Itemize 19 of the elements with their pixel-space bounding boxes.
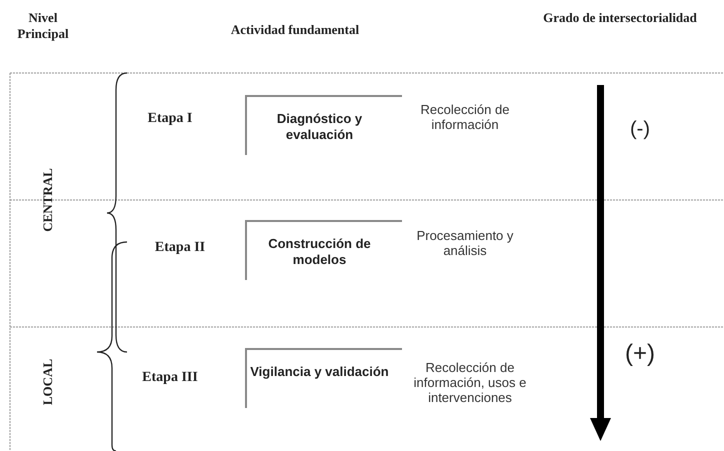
intersectoral-sign: (-) [629, 118, 651, 141]
activity-title: Vigilancia y validación [249, 364, 390, 380]
intersectoral-sign: (+) [624, 340, 656, 368]
stage-label: Etapa II [154, 240, 206, 256]
level-label: CENTRAL [40, 168, 56, 232]
column-header: Grado de intersectorialidad [542, 10, 698, 26]
activity-bracket-box [245, 348, 402, 408]
stage-label: Etapa III [141, 370, 199, 386]
activity-bracket-box [245, 220, 402, 280]
stage-label: Etapa I [146, 111, 194, 127]
column-header: Actividad fundamental [230, 22, 360, 38]
level-label: LOCAL [40, 358, 56, 406]
activity-description: Recolección de información [420, 102, 510, 132]
activity-description: Recolección de información, usos e intervenciones [412, 360, 528, 405]
activity-bracket-box [245, 95, 402, 155]
activity-description: Procesamiento y análisis [416, 228, 514, 258]
column-header: Nivel Principal [16, 10, 70, 42]
activity-title: Diagnóstico y evaluación [276, 111, 364, 144]
activity-title: Construcción de modelos [267, 236, 372, 268]
